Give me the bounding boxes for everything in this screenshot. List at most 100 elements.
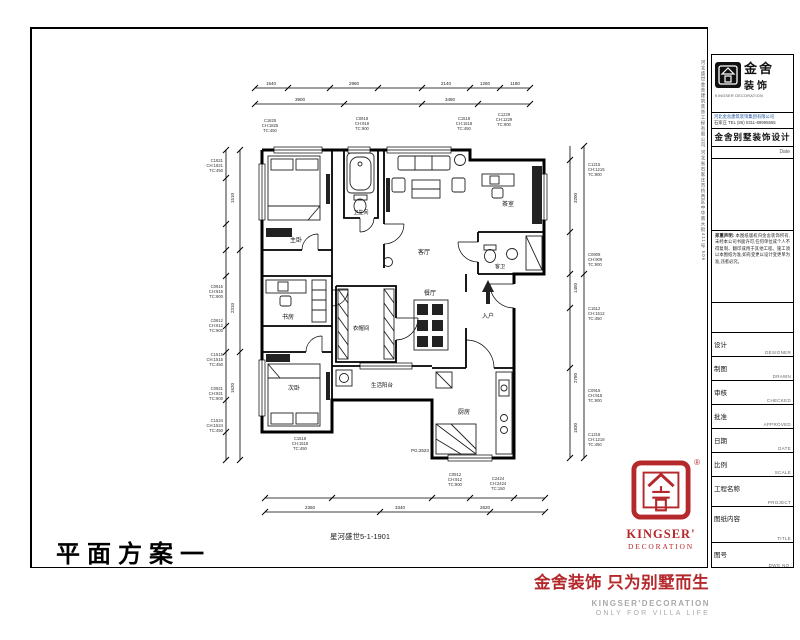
windows <box>258 146 548 462</box>
window-annotation: TC:450 <box>209 362 223 367</box>
dim-text: 3340 <box>395 505 406 510</box>
window-annotations-top: C1825 CH:1825 TC:450 C0918 CH:918 TC:900… <box>262 112 513 491</box>
room-label-entry: 入户 <box>482 312 494 320</box>
window-annotation: TC:900 <box>209 294 223 299</box>
dark-furniture <box>266 166 542 400</box>
tb-row-scale: 比例 SCALE <box>712 453 793 477</box>
kingser-logo-icon <box>715 62 741 88</box>
room-label-bath2: 客卫 <box>495 263 505 270</box>
window-annotation: TC:450 <box>588 442 602 447</box>
room-label-bedroom2: 次卧 <box>288 384 300 392</box>
dim-text: 2780 <box>573 372 578 383</box>
door-swings <box>301 217 515 369</box>
row-label-en: APPROVED <box>763 422 791 427</box>
window-annotation: C0921 <box>211 386 224 391</box>
window-annotation: CH:1218 <box>588 437 605 442</box>
dimension-numbers: 1540 2960 2140 1260 1180 3900 3480 1510 … <box>230 81 578 510</box>
titleblock-logo-cell: 金舍 装饰 KINGSER DECORATION <box>712 55 793 113</box>
window-annotation: CH:1518 <box>456 121 473 126</box>
titleblock-empty-cell-2 <box>712 303 793 333</box>
dim-text: 2310 <box>230 302 235 313</box>
kingser-red-seal: ® KINGSER' DECORATION <box>618 458 704 551</box>
row-label-cn: 比例 <box>714 462 727 469</box>
titleblock-header: 金舍别墅装饰设计 <box>712 129 793 147</box>
room-label-master: 主卧 <box>290 236 302 244</box>
window-annotation: TC:900 <box>588 172 602 177</box>
sheet-border-left <box>30 27 32 568</box>
contact-company: 河北金舍建筑装饰集团有限公司 <box>714 114 775 119</box>
dim-text: 2350 <box>305 505 316 510</box>
window-annotation: TC:900 <box>497 122 511 127</box>
window-annotation: TC:900 <box>209 396 223 401</box>
row-label-cn: 制图 <box>714 366 727 373</box>
window-annotation: TC:150 <box>491 486 505 491</box>
tb-row-approved: 批准 APPROVED <box>712 405 793 429</box>
row-label-en: SCALE <box>774 470 791 475</box>
sheet-border-bottom <box>30 567 708 568</box>
window-annotation: CH:915 <box>209 289 224 294</box>
dim-text: 2960 <box>349 81 360 86</box>
window-annotation: C1518 <box>458 116 471 121</box>
window-annotation: CH:612 <box>209 323 224 328</box>
window-annotation: TC:900 <box>588 262 602 267</box>
tb-row-design: 设计 DESIGNER <box>712 333 793 357</box>
titleblock-date-label: Date <box>712 147 793 159</box>
tb-row-title: 图纸内容 TITLE <box>712 507 793 543</box>
row-label-en: PROJECT <box>767 500 791 505</box>
company-vertical-text: 河北盛世金舍建筑装饰工程有限公司 河北省石家庄市桥西区中华南大街411号 506 <box>701 60 706 262</box>
window-annotation: CH:1515 <box>206 357 223 362</box>
sheet-border-right <box>707 27 708 568</box>
dim-text: 1830 <box>573 422 578 433</box>
window-annotation: TC:450 <box>209 428 223 433</box>
window-annotation: C1518 <box>294 436 307 441</box>
window-annotation: CH:1524 <box>206 423 223 428</box>
seal-wordmark: KINGSER' <box>626 527 696 541</box>
window-annotation: C0915 <box>211 284 224 289</box>
contact-phone: 石家庄 TEL (86) 0311-89995555 <box>714 119 776 125</box>
room-label-kitchen: 厨房 <box>458 408 470 416</box>
window-annotations-right: C1215 CH:1215 TC:900 C0909 CH:909 TC:900… <box>588 162 605 447</box>
window-annotation: CH:912 <box>448 477 463 482</box>
dim-text: 1510 <box>230 192 235 203</box>
window-annotation: TC:450 <box>588 316 602 321</box>
dim-text: 1260 <box>480 81 491 86</box>
dim-text: 1450 <box>573 282 578 293</box>
dim-text: 1180 <box>510 81 520 86</box>
window-annotation: C0918 <box>356 116 369 121</box>
window-annotation: C0915 <box>588 388 601 393</box>
window-annotation: CH:921 <box>209 391 224 396</box>
dim-text: 1620 <box>230 382 235 393</box>
window-annotation: CH:1518 <box>292 441 309 446</box>
window-annotation: C1825 <box>264 118 277 123</box>
dim-text: 3200 <box>573 192 578 203</box>
titleblock-empty-cell <box>712 159 793 231</box>
tagline-line1: KINGSER'DECORATION <box>591 599 710 608</box>
window-annotation: C0912 <box>449 472 462 477</box>
room-label-living: 客厅 <box>418 248 430 256</box>
window-annotation: CH:1229 <box>496 117 513 122</box>
notice-body: 本图纸版权归金舍装饰所有,未经本公司书面许可,任何单位或个人不得复制、翻印或用于… <box>715 233 790 264</box>
row-label-en: CHECKED <box>766 398 791 403</box>
plan-note: PG:2523 <box>411 448 429 453</box>
kingser-seal-icon <box>631 460 691 520</box>
row-label-en: DESIGNER <box>765 350 791 355</box>
outer-walls <box>260 148 546 460</box>
window-annotation: CH:909 <box>588 257 603 262</box>
window-annotation: C2424 <box>492 476 505 481</box>
plan-title: 平面方案一 <box>56 542 211 568</box>
window-annotation: C0909 <box>588 252 601 257</box>
brand-slogan: 金舍装饰 只为别墅而生 <box>534 574 710 592</box>
window-annotation: C1524 <box>211 418 224 423</box>
dimension-lines <box>225 87 585 513</box>
window-annotation: C1215 <box>588 162 601 167</box>
logo-text-cn-top: 金舍 <box>744 61 775 76</box>
seal-wordmark-sub: DECORATION <box>628 542 694 551</box>
row-label-en: TITLE <box>777 536 791 541</box>
tb-row-checked: 审核 CHECKED <box>712 381 793 405</box>
dim-text: 2140 <box>441 81 452 86</box>
room-label-tea: 茶室 <box>502 200 514 208</box>
window-annotation: TC:450 <box>293 446 307 451</box>
row-label-cn: 图号 <box>714 552 727 559</box>
window-annotation: C1218 <box>588 432 601 437</box>
window-annotation: C1229 <box>498 112 511 117</box>
